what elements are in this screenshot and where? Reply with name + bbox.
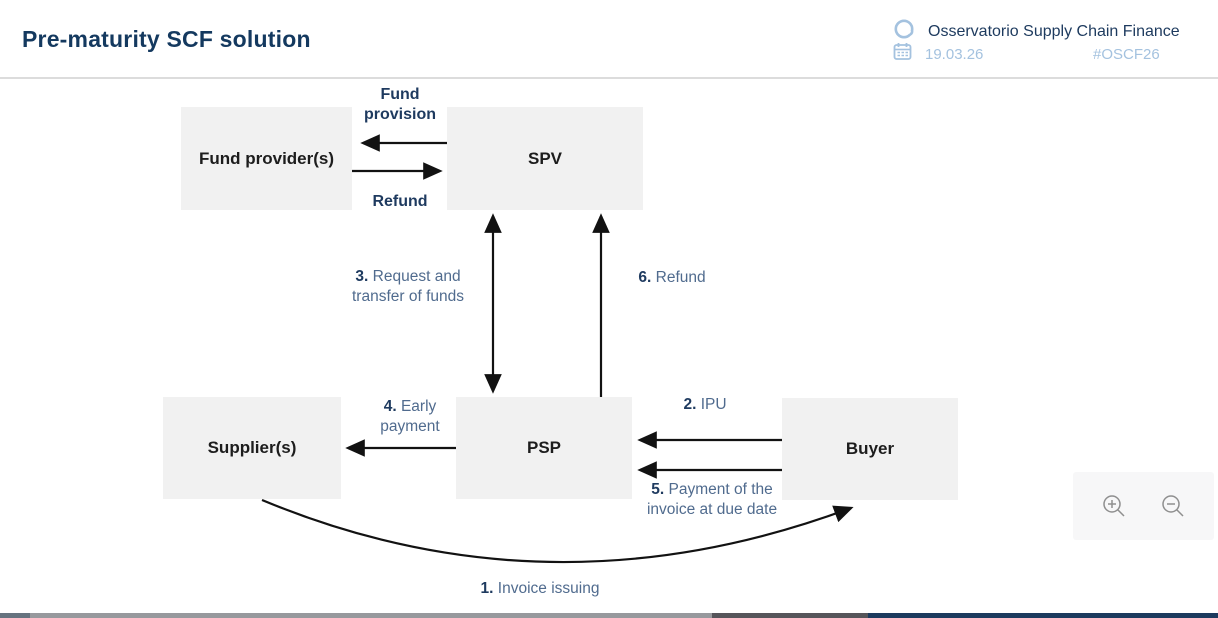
- zoom-controls-panel: [1073, 472, 1214, 540]
- step-3-text: Request and transfer of funds: [351, 268, 464, 305]
- bar-segment: [0, 613, 30, 618]
- step-4-text: Early payment: [380, 398, 440, 435]
- speech-bubble-icon: [893, 18, 915, 45]
- zoom-out-magnifier-icon: [1161, 495, 1184, 517]
- bar-segment: [30, 613, 712, 618]
- step-5-text: Payment of the invoice at due date: [646, 481, 778, 518]
- page-title: Pre-maturity SCF solution: [22, 26, 311, 52]
- label-step-5: 5. Payment of the invoice at due date: [628, 480, 796, 520]
- step-3-number: 3.: [355, 268, 369, 285]
- header-divider: [0, 77, 1218, 79]
- label-step-6: 6. Refund: [617, 268, 727, 288]
- step-6-text: Refund: [655, 269, 706, 286]
- calendar-icon: [893, 42, 912, 66]
- label-step-4: 4. Early payment: [358, 397, 462, 437]
- zoom-out-button[interactable]: [1156, 489, 1190, 523]
- event-date: 19.03.26: [925, 45, 984, 63]
- org-name: Osservatorio Supply Chain Finance: [928, 22, 1180, 40]
- label-step-2: 2. IPU: [655, 395, 755, 415]
- label-step-3: 3. Request and transfer of funds: [328, 267, 488, 307]
- step-2-text: IPU: [700, 396, 727, 413]
- step-1-number: 1.: [480, 580, 494, 597]
- label-fund-provision: Fund provision: [363, 86, 436, 123]
- step-5-number: 5.: [651, 481, 665, 498]
- zoom-in-magnifier-icon: [1103, 495, 1125, 517]
- step-6-number: 6.: [638, 269, 652, 286]
- node-psp: PSP: [456, 397, 632, 499]
- label-step-1: 1. Invoice issuing: [430, 579, 650, 599]
- bar-segment: [868, 613, 1218, 618]
- step-1-text: Invoice issuing: [497, 580, 600, 597]
- bottom-progress-bar: [0, 613, 1218, 618]
- step-2-number: 2.: [683, 396, 697, 413]
- node-suppliers: Supplier(s): [163, 397, 341, 499]
- bar-segment: [712, 613, 868, 618]
- label-refund: Refund: [372, 193, 428, 210]
- node-fund-providers: Fund provider(s): [181, 107, 352, 210]
- node-buyer: Buyer: [782, 398, 958, 500]
- zoom-in-button[interactable]: [1097, 489, 1131, 523]
- event-meta: 19.03.26 #OSCF26: [893, 42, 1208, 66]
- node-spv: SPV: [447, 107, 643, 210]
- branding: Osservatorio Supply Chain Finance: [893, 18, 1180, 45]
- event-hashtag: #OSCF26: [1093, 45, 1160, 63]
- step-4-number: 4.: [383, 398, 397, 415]
